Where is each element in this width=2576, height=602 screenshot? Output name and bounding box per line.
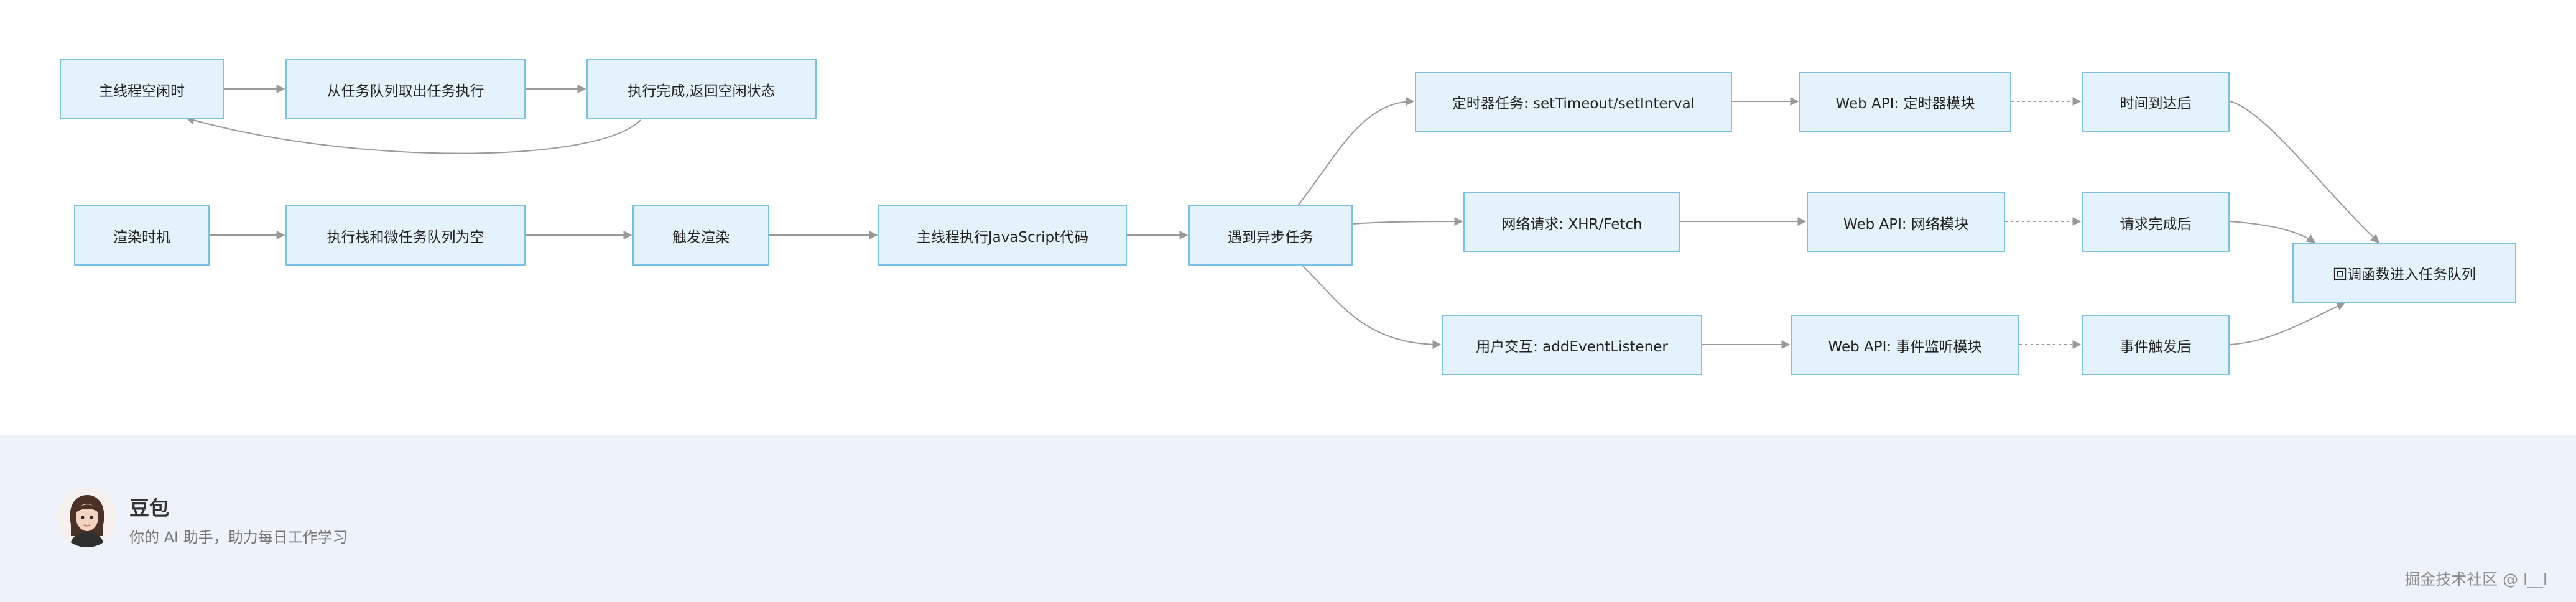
edge-async-network — [1352, 217, 1463, 226]
node-network-api: Web API: 网络模块 — [1807, 192, 2005, 252]
node-done-idle: 执行完成,返回空闲状态 — [586, 59, 817, 119]
node-main-js: 主线程执行JavaScript代码 — [878, 205, 1127, 266]
node-request-done: 请求完成后 — [2082, 192, 2230, 252]
node-timer-api: Web API: 定时器模块 — [1799, 72, 2011, 132]
node-trigger-render: 触发渲染 — [632, 205, 769, 266]
edge-async-user — [1302, 266, 1442, 349]
node-idle: 主线程空闲时 — [60, 59, 224, 119]
node-take-task: 从任务队列取出任务执行 — [285, 59, 526, 119]
node-event-fired: 事件触发后 — [2082, 315, 2230, 375]
node-timer-task: 定时器任务: setTimeout/setInterval — [1415, 72, 1732, 132]
brand-tagline: 你的 AI 助手，助力每日工作学习 — [129, 529, 348, 546]
node-time-reached: 时间到达后 — [2082, 72, 2230, 132]
edge-reached-callback — [2229, 101, 2380, 243]
node-callback-queue: 回调函数进入任务队列 — [2292, 243, 2516, 303]
node-stacks-empty: 执行栈和微任务队列为空 — [285, 205, 526, 266]
edge-done-idle — [185, 116, 641, 154]
avatar — [57, 488, 117, 547]
edge-done-callback — [2229, 221, 2316, 243]
event-loop-diagram: 主线程空闲时 从任务队列取出任务执行 执行完成,返回空闲状态 渲染时机 执行栈和… — [60, 59, 2516, 375]
avatar-icon — [57, 488, 117, 547]
edge-fired-callback — [2229, 302, 2346, 345]
node-async-task: 遇到异步任务 — [1188, 205, 1353, 266]
node-network-task: 网络请求: XHR/Fetch — [1463, 192, 1680, 252]
brand-name: 豆包 — [129, 496, 170, 520]
diagram-edges — [185, 85, 2380, 349]
edge-async-timer — [1296, 97, 1415, 208]
node-event-api: Web API: 事件监听模块 — [1791, 315, 2019, 375]
node-render-timing: 渲染时机 — [74, 205, 210, 266]
node-user-task: 用户交互: addEventListener — [1442, 315, 1702, 375]
watermark: 掘金技术社区 @ l__l — [2404, 570, 2547, 588]
footer — [0, 435, 2576, 602]
